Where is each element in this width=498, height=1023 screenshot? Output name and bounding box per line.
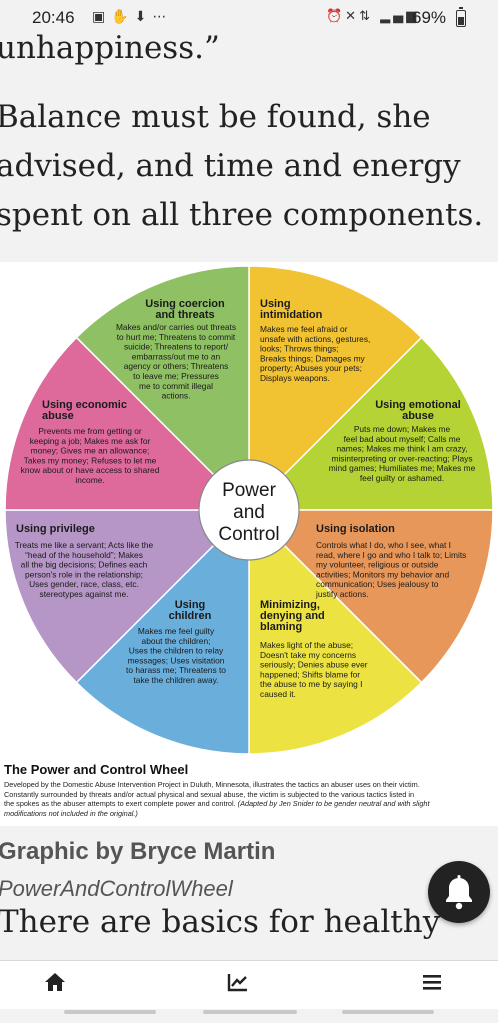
wheel-segment: [4, 336, 251, 511]
wheel-center: [198, 459, 300, 561]
wheel-segment: [75, 508, 250, 755]
caption-line: Developed by the Domestic Abuse Interven…: [4, 780, 420, 789]
caption-italic: modifications not included in the origin…: [4, 808, 138, 818]
segment-body: Treats me like a servant; Acts like the“…: [15, 540, 154, 599]
graphic-credit: Graphic by Bryce Martin: [0, 838, 276, 865]
battery-icon: [456, 7, 466, 27]
credit-area: [0, 826, 498, 960]
article-line: There are basics for healthy: [0, 904, 441, 940]
gesture-bar-left: [64, 1010, 156, 1014]
article-line: unhappiness.”: [0, 30, 220, 66]
wheel-segment: [247, 509, 494, 684]
figure-caption-title: The Power and Control Wheel: [4, 762, 189, 777]
caption-italic: (Adapted by Jen Snider to be gender neut…: [237, 799, 430, 808]
menu-icon[interactable]: [422, 972, 442, 992]
wheel-segment: [4, 509, 251, 684]
bottom-nav: [0, 960, 498, 1009]
article-line: advised, and time and energy: [0, 148, 461, 184]
caption-line: the spokes as the abuser attempts to exe…: [4, 799, 236, 808]
figure-caption-body: Developed by the Domestic Abuse Interven…: [4, 780, 496, 818]
wheel-segment: [75, 265, 250, 512]
gesture-bar-center: [203, 1010, 297, 1014]
wheel-segment: [248, 265, 423, 512]
article-text-top: [0, 36, 498, 262]
wheel-segment: [247, 336, 494, 511]
segment-body: Makes light of the abuse;Doesn't take my…: [260, 640, 368, 699]
notification-icons: ▣✋⬇⋯: [92, 9, 173, 25]
segment-title: Using privilege: [16, 523, 95, 535]
gesture-bar-right: [342, 1010, 434, 1014]
battery-percent: 69%: [412, 8, 447, 27]
segment-title: Using isolation: [316, 523, 395, 535]
article-line: spent on all three components.: [0, 197, 484, 233]
status-time: 20:46: [32, 8, 75, 27]
wheel-segment: [248, 508, 423, 755]
bell-icon: [446, 875, 472, 910]
trending-icon[interactable]: [227, 972, 249, 992]
caption-line: Constantly surrounded by threats and/or …: [4, 789, 415, 799]
notification-bell-button[interactable]: [428, 861, 490, 923]
article-line: Balance must be found, she: [0, 99, 431, 135]
graphic-subtitle: PowerAndControlWheel: [0, 876, 233, 901]
signal-icons: ⏰✕⇅ ▂▄▆: [326, 9, 420, 24]
home-icon[interactable]: [44, 972, 66, 992]
status-bar: 20:46 ▣✋⬇⋯ ⏰✕⇅ ▂▄▆ 69%: [0, 0, 498, 36]
